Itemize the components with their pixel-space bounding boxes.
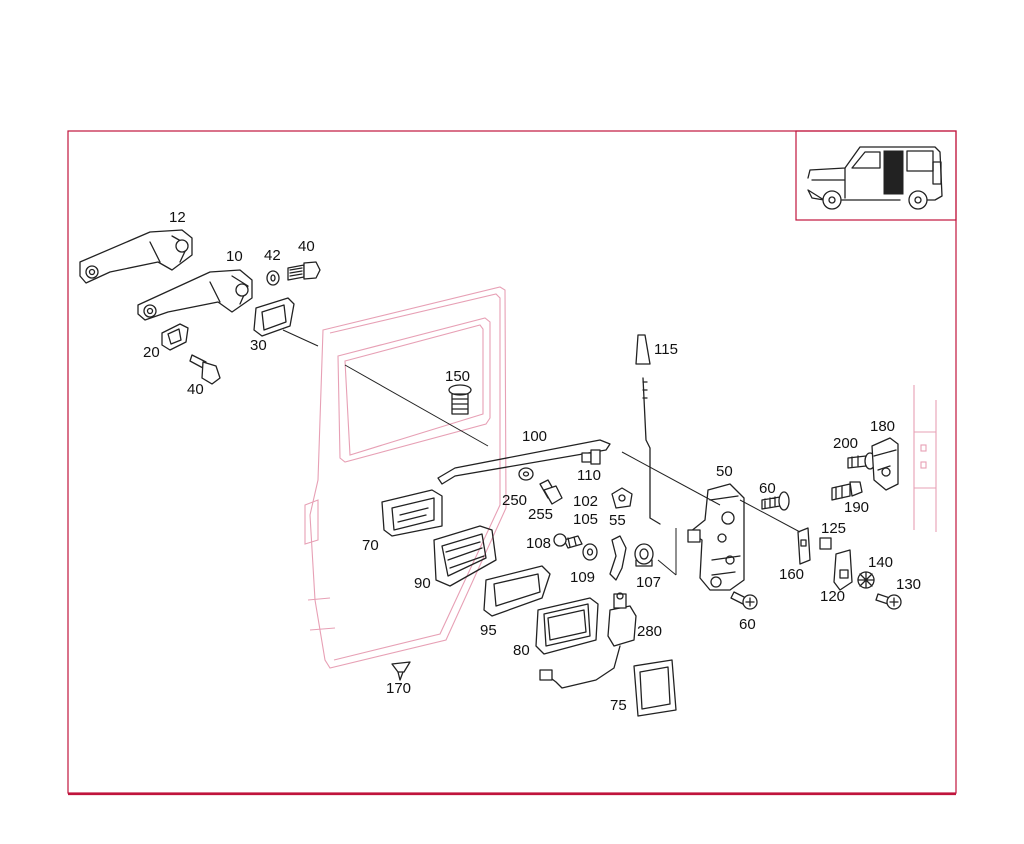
part-label: 120 <box>820 588 845 605</box>
part-label: 108 <box>526 535 551 552</box>
outer-handle-10 <box>137 269 253 321</box>
part-label: 10 <box>226 248 243 265</box>
handle-bezel-90 <box>433 525 497 587</box>
escutcheon-20 <box>161 323 189 351</box>
part-label: 55 <box>609 512 626 529</box>
gasket-75 <box>633 659 677 717</box>
part-label: 80 <box>513 642 530 659</box>
part-label: 115 <box>654 341 678 358</box>
actuator-280 <box>539 592 637 689</box>
door-outline <box>304 286 507 669</box>
part-label: 100 <box>522 428 547 445</box>
part-label: 280 <box>637 623 662 640</box>
leader-lines <box>282 329 801 576</box>
part-label: 140 <box>868 554 893 571</box>
diagram-frame <box>67 130 957 794</box>
part-label: 40 <box>187 381 204 398</box>
part-label: 95 <box>480 622 497 639</box>
grommet-107 <box>634 543 654 567</box>
plate-160 <box>797 527 811 565</box>
trim-frame-95 <box>483 565 551 617</box>
part-label: 250 <box>502 492 527 509</box>
part-label: 42 <box>264 247 281 264</box>
part-label: 150 <box>445 368 470 385</box>
bolt-40-lower <box>189 354 221 385</box>
part-label: 40 <box>298 238 315 255</box>
part-label: 102 <box>573 493 598 510</box>
part-label: 107 <box>636 574 661 591</box>
part-label: 125 <box>821 520 846 537</box>
part-label: 160 <box>779 566 804 583</box>
part-label: 105 <box>573 511 598 528</box>
bolt-190 <box>831 481 863 501</box>
part-label: 200 <box>833 435 858 452</box>
screw-60-top <box>761 491 790 511</box>
part-label: 20 <box>143 344 160 361</box>
striker-180 <box>871 437 899 491</box>
part-labels: 12 10 42 40 20 30 40 150 115 100 110 50 … <box>143 209 921 714</box>
screw-200 <box>847 452 876 470</box>
gasket-30 <box>253 297 295 337</box>
part-label: 170 <box>386 680 411 697</box>
washer-250 <box>518 467 534 481</box>
lever-105 <box>609 535 627 581</box>
bolt-40-top <box>287 261 321 281</box>
part-label: 255 <box>528 506 553 523</box>
part-label: 90 <box>414 575 431 592</box>
part-label: 60 <box>759 480 776 497</box>
part-label: 60 <box>739 616 756 633</box>
washer-109 <box>582 543 598 561</box>
part-label: 180 <box>870 418 895 435</box>
screw-108 <box>553 533 583 549</box>
locking-knob-115 <box>635 334 661 525</box>
part-label: 30 <box>250 337 267 354</box>
part-label: 50 <box>716 463 733 480</box>
part-label: 190 <box>844 499 869 516</box>
clip-110 <box>581 449 601 465</box>
hinge-outline <box>913 385 937 532</box>
door-lock-50 <box>687 483 745 591</box>
part-label: 75 <box>610 697 627 714</box>
clip-170 <box>391 661 411 681</box>
vehicle-location-inset <box>795 130 957 221</box>
screw-130 <box>875 593 902 610</box>
plug-150 <box>448 384 472 415</box>
seal-80 <box>535 597 599 655</box>
star-washer-140 <box>857 571 875 589</box>
part-label: 110 <box>577 467 601 484</box>
clip-125 <box>819 537 832 550</box>
part-label: 109 <box>570 569 595 586</box>
rod-100 <box>437 439 611 485</box>
outer-handle-12 <box>79 229 193 284</box>
screw-60-bottom <box>730 591 758 610</box>
bracket-120 <box>833 549 853 591</box>
part-label: 12 <box>169 209 186 226</box>
inner-handle-70 <box>381 489 443 537</box>
part-label: 70 <box>362 537 379 554</box>
bushing-55 <box>611 487 633 509</box>
screw-255 <box>539 479 563 505</box>
part-label: 130 <box>896 576 921 593</box>
washer-42 <box>266 270 280 286</box>
